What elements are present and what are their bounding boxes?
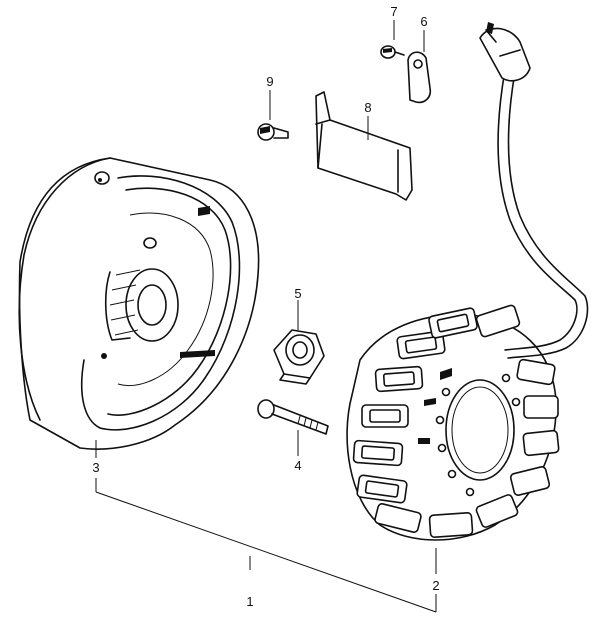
cover-screw	[257, 123, 289, 141]
callout-6: 6	[420, 14, 427, 29]
callout-labels: 1 2 3 4 5 6 7 8 9	[92, 4, 439, 609]
callout-2: 2	[432, 578, 439, 593]
stator-bolt	[257, 399, 329, 435]
wire-clamp	[407, 51, 432, 104]
clamp-screw	[380, 45, 405, 59]
callout-3: 3	[92, 460, 99, 475]
callout-leaders	[95, 20, 437, 613]
stator-coil-assembly	[346, 304, 560, 541]
wire-cover-plate	[315, 91, 413, 201]
flywheel-rotor	[18, 157, 260, 450]
callout-4: 4	[294, 458, 301, 473]
callout-1: 1	[246, 594, 253, 609]
callout-9: 9	[266, 74, 273, 89]
callout-8: 8	[364, 100, 371, 115]
lead-wire-harness	[479, 22, 589, 359]
callout-5: 5	[294, 286, 301, 301]
callout-7: 7	[390, 4, 397, 19]
rotor-nut	[273, 329, 325, 385]
